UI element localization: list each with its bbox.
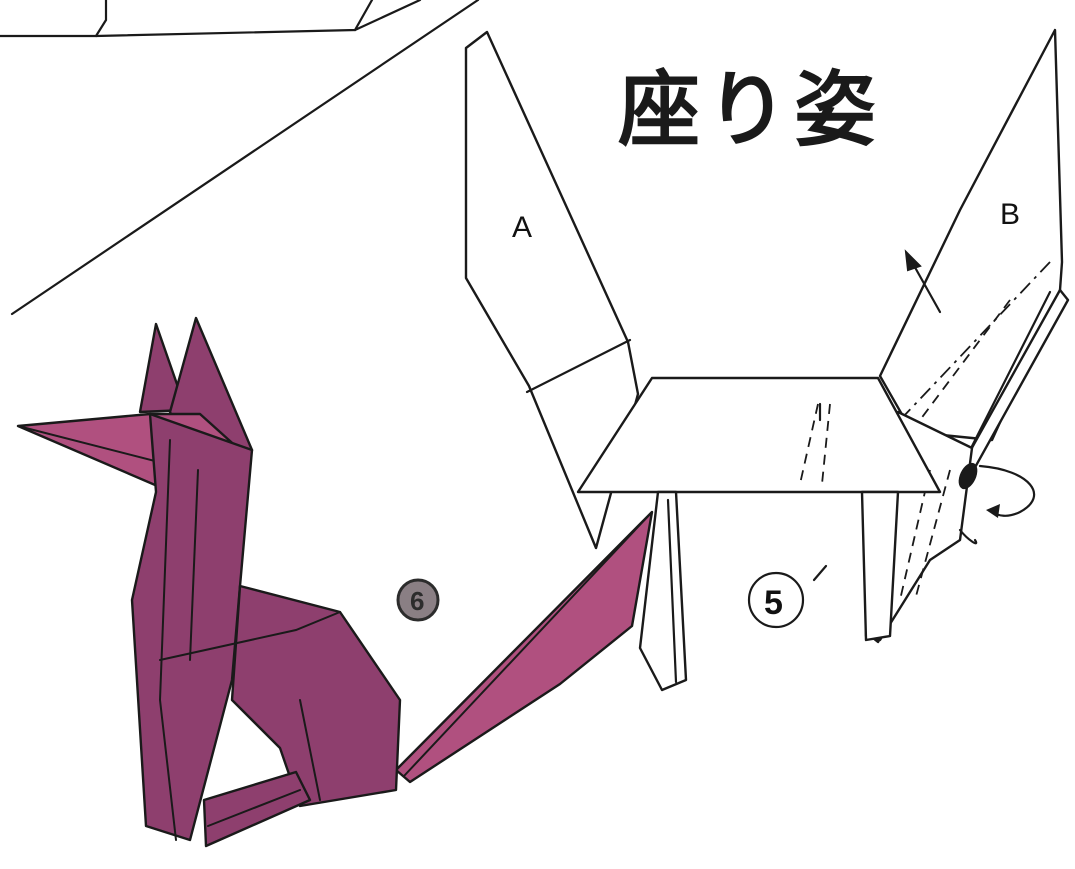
- flap-b: [878, 28, 1064, 442]
- page-title: 座り姿: [618, 63, 882, 158]
- step-6-marker: 6: [396, 578, 440, 622]
- separator-line: [10, 0, 480, 316]
- fox-ear-back: [138, 322, 188, 414]
- flap-b-label: B: [1000, 198, 1020, 231]
- right-leg: [860, 490, 900, 642]
- step-5-marker: 5: [747, 564, 828, 629]
- fold-arrow-up: [904, 249, 942, 314]
- rotate-arrow: [958, 462, 1035, 545]
- fox-hind-body: [230, 584, 402, 808]
- step-5-figure: A B 5: [464, 28, 1070, 692]
- step-6-number: 6: [410, 586, 424, 616]
- previous-figure-fragment: [0, 0, 422, 38]
- body-top: [576, 376, 942, 494]
- step-5-number: 5: [764, 584, 783, 622]
- step-6-fox: 6: [16, 316, 654, 848]
- flap-a-label: A: [512, 211, 532, 244]
- fox-hind-paw: [202, 770, 312, 848]
- flap-a: [464, 30, 640, 550]
